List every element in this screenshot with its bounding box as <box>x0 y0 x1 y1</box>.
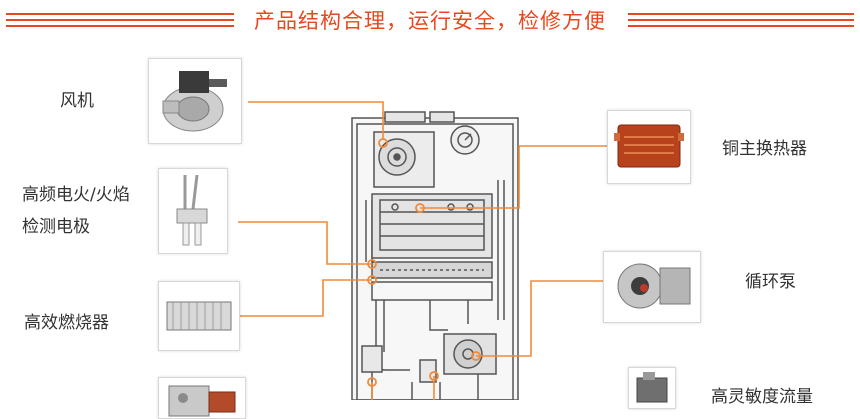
banner-decoration-right <box>628 13 854 27</box>
callout-line-electrode <box>238 221 372 265</box>
callout-line-pump <box>476 280 603 357</box>
electrode-thumbnail <box>158 168 228 254</box>
gas-valve-thumbnail <box>158 377 246 419</box>
label-heat-exchanger: 铜主换热器 <box>722 139 807 159</box>
label-electrode-line1: 高频电火/火焰 <box>22 185 130 205</box>
callout-dot-electrode <box>367 259 377 269</box>
callout-dot-heat-exchanger <box>415 203 425 213</box>
callout-dot-fan <box>378 138 388 148</box>
diagram-stage: 产品结构合理，运行安全，检修方便 <box>6 9 854 419</box>
label-pump: 循环泵 <box>745 272 796 292</box>
burner-icon <box>166 301 232 331</box>
label-flow-sensor: 高灵敏度流量 <box>711 387 813 407</box>
electrode-icon <box>176 174 208 246</box>
heat-exchanger-icon <box>614 124 684 168</box>
callout-dot-pump <box>471 351 481 361</box>
gas-valve-icon <box>168 385 236 417</box>
callout-dot-lower-mid <box>429 371 439 381</box>
callout-lines <box>238 101 607 400</box>
callout-dot-lower-left <box>367 377 377 387</box>
banner-decoration-left <box>6 13 234 27</box>
callout-line-burner <box>240 279 372 317</box>
flow-sensor-thumbnail <box>628 367 676 409</box>
heat-exchanger-thumbnail <box>607 110 691 184</box>
callout-line-fan <box>248 101 384 140</box>
boiler-cutaway <box>351 111 519 400</box>
burner-thumbnail <box>158 281 240 351</box>
callout-dots <box>367 138 481 387</box>
banner-title: 产品结构合理，运行安全，检修方便 <box>254 9 606 33</box>
pump-thumbnail <box>603 251 701 323</box>
label-fan: 风机 <box>60 91 94 111</box>
label-burner: 高效燃烧器 <box>24 313 109 333</box>
callout-dot-burner <box>367 275 377 285</box>
callout-line-heat-exchanger <box>420 145 607 209</box>
diagram-canvas <box>6 13 854 400</box>
fan-thumbnail <box>148 58 242 144</box>
fan-icon <box>162 71 227 132</box>
label-electrode-line2: 检测电极 <box>22 217 90 237</box>
flow-sensor-icon <box>636 372 668 403</box>
pump-icon <box>617 263 691 309</box>
